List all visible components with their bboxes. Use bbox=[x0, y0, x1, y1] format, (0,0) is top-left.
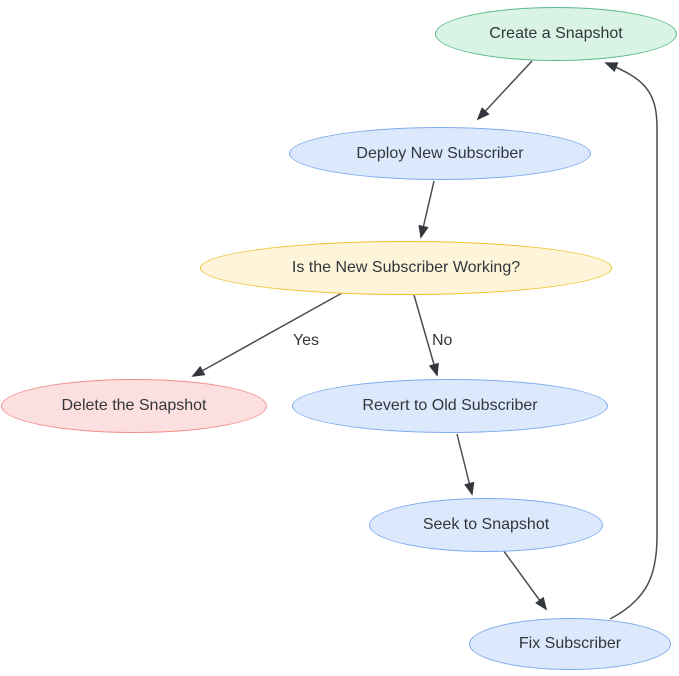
node-delete-the-snapshot: Delete the Snapshot bbox=[1, 379, 267, 433]
edge-label-yes: Yes bbox=[293, 332, 319, 349]
node-revert-to-old-subscriber: Revert to Old Subscriber bbox=[292, 379, 608, 433]
node-is-new-subscriber-working-label: Is the New Subscriber Working? bbox=[291, 259, 521, 276]
edge-working-to-delete bbox=[191, 292, 343, 377]
edge-deploy-to-working bbox=[418, 180, 435, 239]
edge-create-to-deploy bbox=[476, 60, 533, 121]
node-deploy-new-subscriber-label: Deploy New Subscriber bbox=[356, 144, 524, 162]
node-seek-to-snapshot-label: Seek to Snapshot bbox=[422, 516, 550, 533]
edge-seek-to-fix bbox=[502, 549, 548, 611]
node-create-snapshot-label: Create a Snapshot bbox=[489, 25, 623, 42]
node-seek-to-snapshot: Seek to Snapshot bbox=[369, 498, 603, 552]
node-fix-subscriber: Fix Subscriber bbox=[469, 618, 671, 670]
node-create-snapshot: Create a Snapshot bbox=[435, 7, 677, 61]
node-deploy-new-subscriber: Deploy New Subscriber bbox=[289, 127, 591, 180]
node-fix-subscriber-label: Fix Subscriber bbox=[518, 635, 622, 652]
node-delete-the-snapshot-label: Delete the Snapshot bbox=[61, 397, 207, 414]
edge-label-no: No bbox=[432, 332, 453, 349]
edge-revert-to-seek bbox=[456, 433, 475, 496]
edge-working-to-revert bbox=[413, 294, 439, 377]
edge-fix-to-create-loop bbox=[604, 62, 658, 620]
node-is-new-subscriber-working: Is the New Subscriber Working? bbox=[200, 241, 612, 295]
node-revert-to-old-subscriber-label: Revert to Old Subscriber bbox=[362, 397, 538, 414]
